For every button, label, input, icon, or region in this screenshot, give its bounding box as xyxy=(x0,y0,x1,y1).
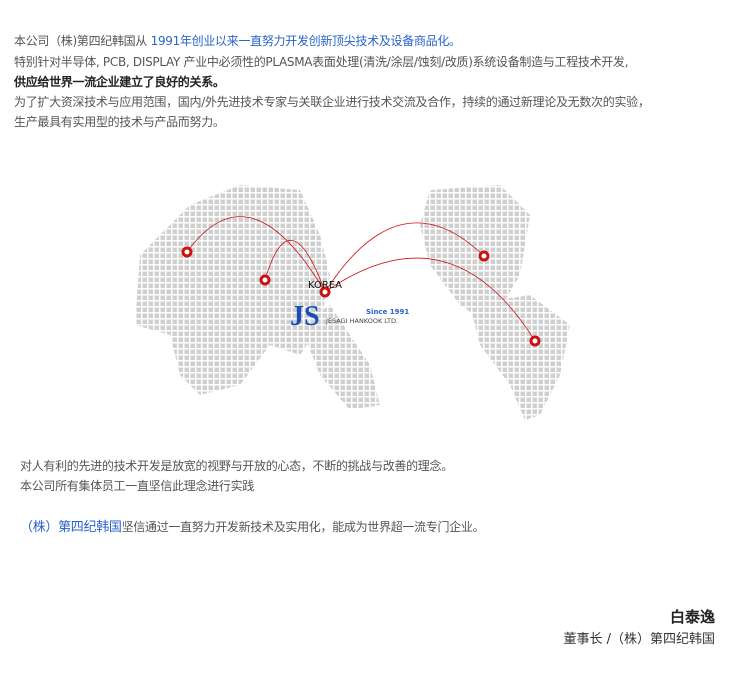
location-markers xyxy=(181,246,541,347)
philosophy-line-1: 对人有利的先进的技术开发是放宽的视野与开放的心态，不断的挑战与改善的理念。 xyxy=(20,459,453,473)
intro-line-5: 生产最具有实用型的技术与产品而努力。 xyxy=(14,115,225,129)
signature-name: 白泰逸 xyxy=(669,608,715,626)
intro-line-4: 为了扩大资深技术与应用范围，国内/外先进技术专家与关联企业进行技术交流及合作，持… xyxy=(14,95,650,109)
intro-line-2: 特别针对半导体, PCB, DISPLAY 产业中必须性的PLASMA表面处理(… xyxy=(14,55,629,69)
mission-company: （株）第四纪韩国 xyxy=(20,520,122,535)
map-landmass xyxy=(135,185,570,420)
korea-label: KOREA xyxy=(308,280,342,291)
philosophy-line-2: 本公司所有集体员工一直坚信此理念进行实践 xyxy=(20,479,255,493)
intro-highlight: 1991年创业以来一直努力开发创新顶尖技术及设备商品化。 xyxy=(150,34,461,48)
intro-line-1: 本公司（株)第四纪韩国从 1991年创业以来一直努力开发创新顶尖技术及设备商品化… xyxy=(14,32,461,49)
connection-arcs xyxy=(186,216,536,342)
mission-text: 坚信通过一直努力开发新技术及实用化，能成为世界超一流专门企业。 xyxy=(121,520,485,534)
intro-text: 本公司（株)第四纪韩国从 xyxy=(14,34,151,48)
logo-js: JS xyxy=(290,301,320,332)
company-en: JESAGI HANKOOK LTD. xyxy=(325,317,398,325)
intro-line-3: 供应给世界一流企业建立了良好的关系。 xyxy=(14,75,225,89)
since-label: Since 1991 xyxy=(366,308,409,316)
world-map: KOREA JS Since 1991 JESAGI HANKOOK LTD. xyxy=(135,185,570,420)
signature-title: 董事长 /（株）第四纪韩国 xyxy=(563,632,715,647)
mission-line: （株）第四纪韩国坚信通过一直努力开发新技术及实用化，能成为世界超一流专门企业。 xyxy=(20,516,485,535)
